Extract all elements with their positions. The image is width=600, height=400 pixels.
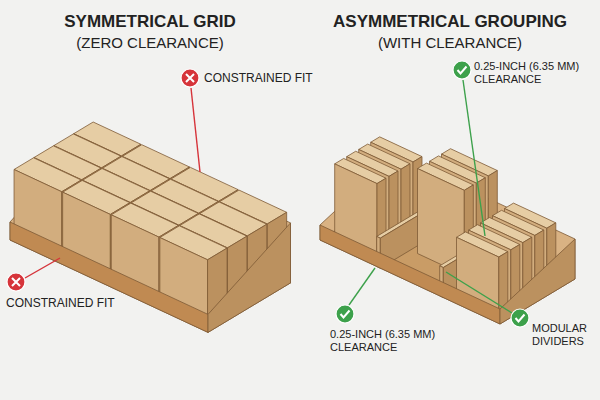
callout-text: 0.25-INCH (6.35 MM) CLEARANCE	[474, 60, 596, 86]
tray-right-wall	[500, 239, 575, 324]
section-subtitle: (WITH CLEARANCE)	[378, 34, 522, 52]
tray-front-wall	[10, 222, 208, 332]
check-mark	[516, 315, 525, 322]
leader-line	[349, 268, 375, 305]
asymmetrical-tray	[320, 137, 575, 324]
green-check-icon	[453, 61, 471, 79]
red-x-icon	[181, 69, 199, 87]
callout-text: CONSTRAINED FIT	[204, 71, 313, 85]
icon-circle	[336, 305, 354, 323]
section-subtitle: (ZERO CLEARANCE)	[76, 34, 224, 52]
section-title: ASYMMETRICAL GROUPING	[333, 12, 567, 32]
icon-circle	[453, 61, 471, 79]
icon-circle	[181, 69, 199, 87]
x-mark	[186, 74, 194, 82]
leader-line	[446, 272, 512, 313]
tray-front-wall	[320, 225, 500, 324]
leader-line	[463, 80, 485, 236]
callout-text: CONSTRAINED FIT	[6, 296, 115, 310]
red-x-icon	[7, 273, 25, 291]
section-title: SYMMETRICAL GRID	[64, 12, 236, 32]
leader-line	[25, 258, 60, 278]
tray-right-wall	[208, 223, 291, 333]
icon-circle	[511, 309, 529, 327]
callout-text: MODULAR DIVIDERS	[532, 322, 596, 348]
green-check-icon	[336, 305, 354, 323]
leader-line	[191, 88, 200, 172]
icon-circle	[7, 273, 25, 291]
check-mark	[341, 311, 350, 318]
green-check-icon	[511, 309, 529, 327]
check-mark	[458, 67, 467, 74]
callout-text: 0.25-INCH (6.35 MM) CLEARANCE	[330, 328, 460, 354]
x-mark	[12, 278, 20, 286]
